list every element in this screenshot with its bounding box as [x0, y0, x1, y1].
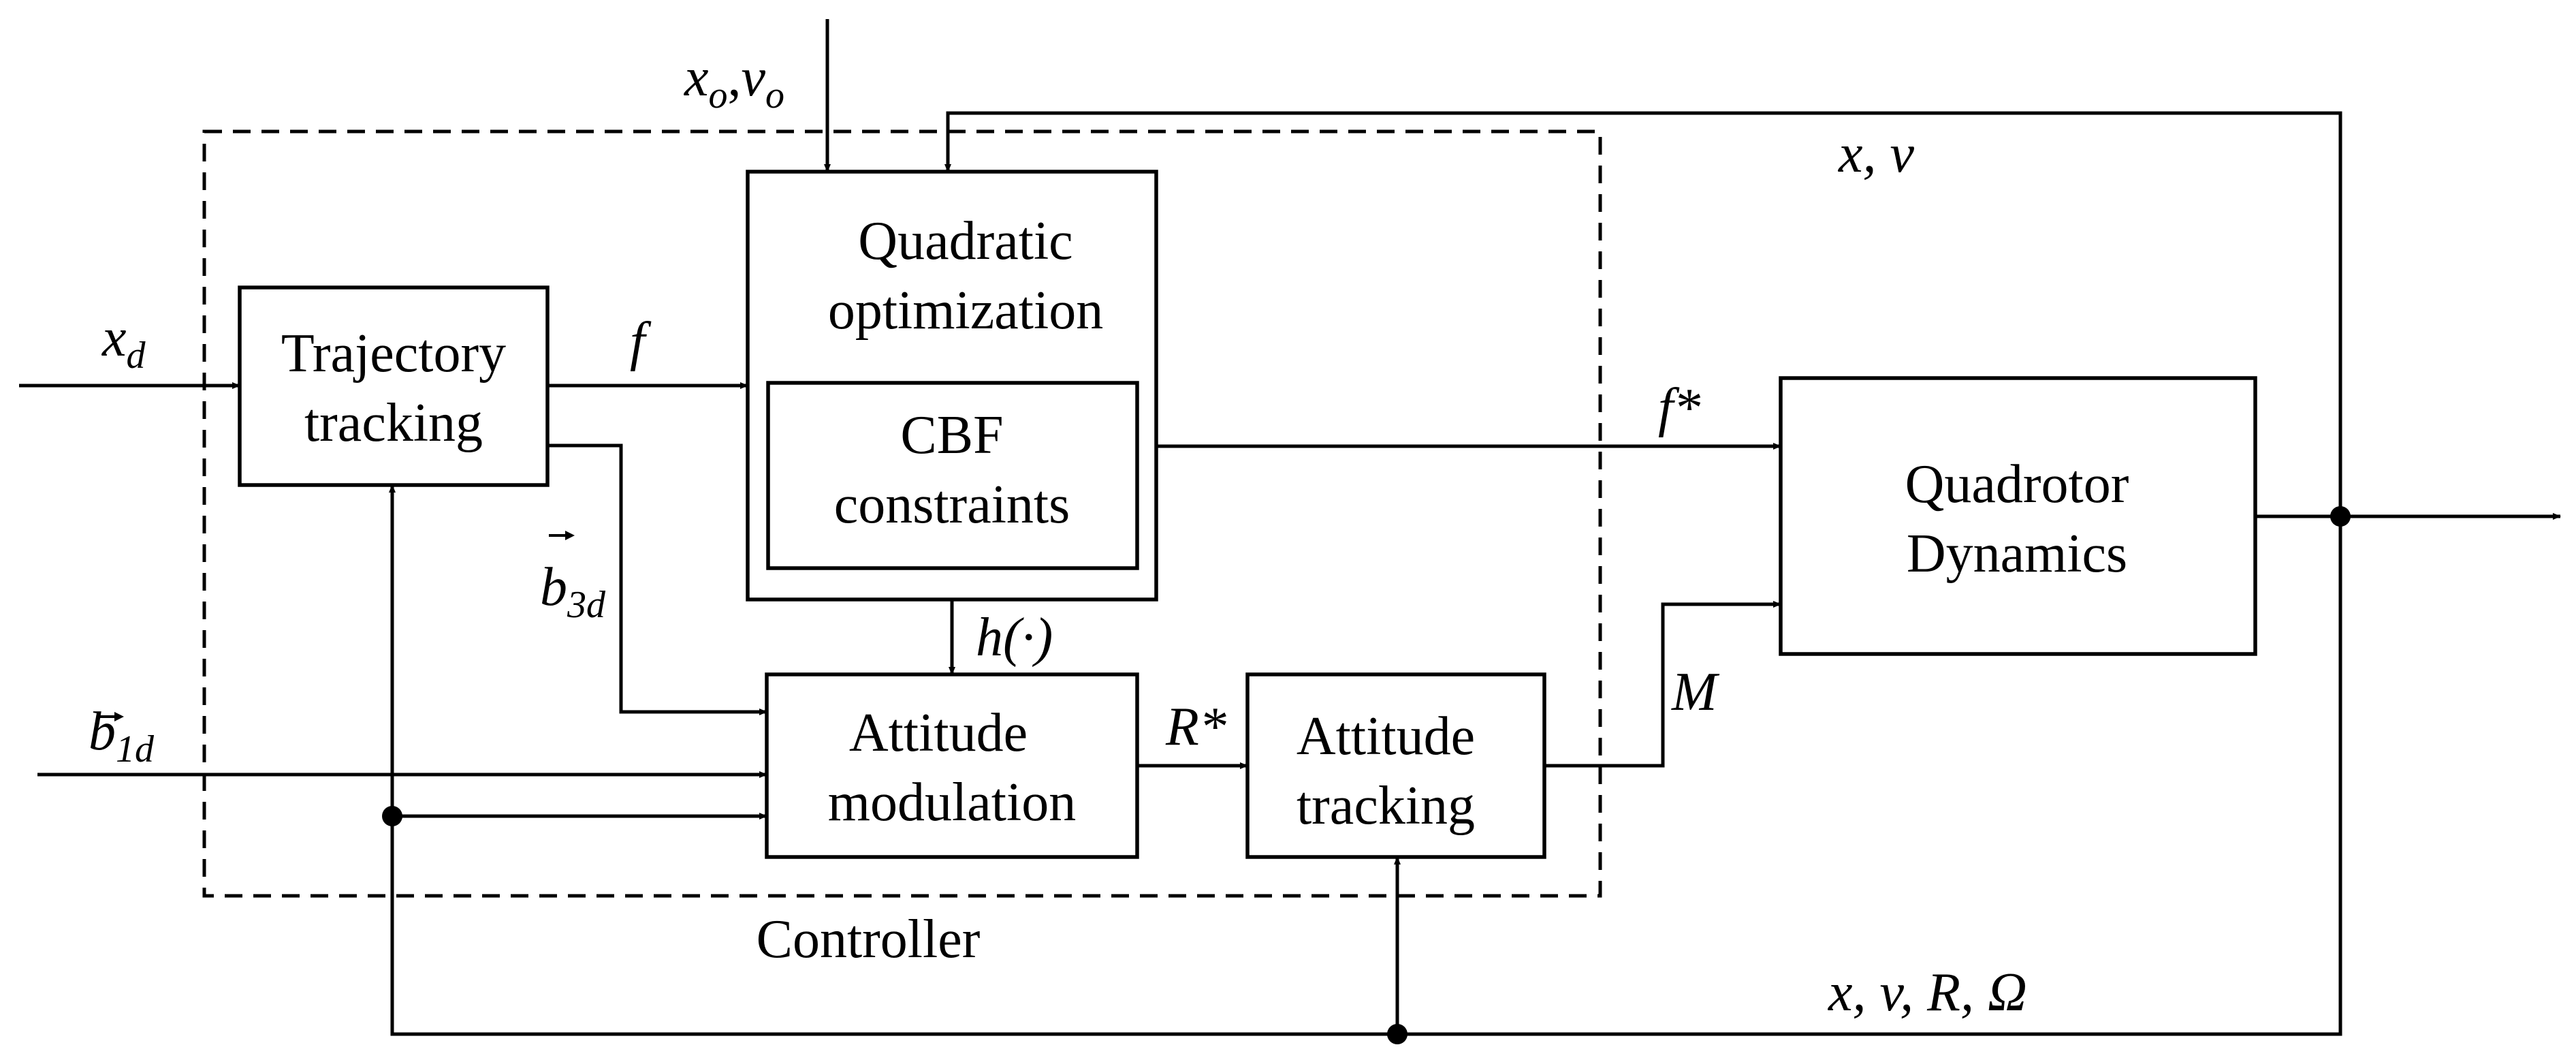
position-velocity-label: x, v: [1838, 124, 1915, 184]
trajectory-tracking-line1: Trajectory: [281, 324, 506, 384]
trajectory-tracking-line2: tracking: [304, 393, 483, 453]
position-feedback-wire: [944, 111, 2342, 516]
output-junction: [2330, 506, 2351, 527]
r-star-label: R*: [1165, 697, 1226, 757]
vector-arrow-b1d: [98, 712, 124, 721]
quadrotor-dynamics-line2: Dynamics: [1907, 524, 2127, 584]
attitude-tracking-line1: Attitude: [1297, 706, 1475, 766]
b1d-label: b1d: [89, 702, 155, 770]
cbf-constraints-line1: CBF: [900, 405, 1003, 465]
state-junction-bottom: [1387, 1024, 1408, 1044]
trajectory-tracking-block: [238, 285, 550, 487]
attitude-modulation-line1: Attitude: [849, 703, 1028, 763]
attitude-modulation-block: [765, 672, 1139, 859]
f-label: f: [630, 312, 652, 372]
cbf-constraints-block: [766, 381, 1139, 570]
attitude-modulation-line2: modulation: [828, 773, 1076, 832]
b3d-label: b3d: [540, 557, 606, 626]
full-state-label: x, v, R, Ω: [1828, 963, 2027, 1023]
b3d-wire: [547, 443, 767, 715]
h-label: h(·): [976, 608, 1053, 668]
attitude-tracking-line2: tracking: [1297, 776, 1475, 836]
cbf-constraints-line2: constraints: [834, 475, 1070, 535]
quadratic-optimization-line1: Quadratic: [858, 211, 1072, 271]
vector-arrow-b3d: [549, 531, 575, 540]
moment-wire: [1544, 601, 1781, 768]
obstacle-label: xo,vo: [684, 48, 784, 116]
quadrotor-dynamics-block: [1779, 376, 2257, 656]
xd-label: xd: [101, 308, 146, 377]
controller-boundary: [202, 129, 1602, 898]
attitude-tracking-block: [1245, 672, 1546, 859]
f-star-label: f*: [1658, 378, 1700, 438]
controller-label: Controller: [757, 909, 981, 969]
quadratic-optimization-line2: optimization: [828, 281, 1103, 341]
state-feedback-wire: [389, 484, 2342, 1036]
moment-label: M: [1671, 662, 1720, 722]
state-junction-left: [382, 806, 402, 826]
quadrotor-dynamics-line1: Quadrotor: [1905, 454, 2129, 514]
